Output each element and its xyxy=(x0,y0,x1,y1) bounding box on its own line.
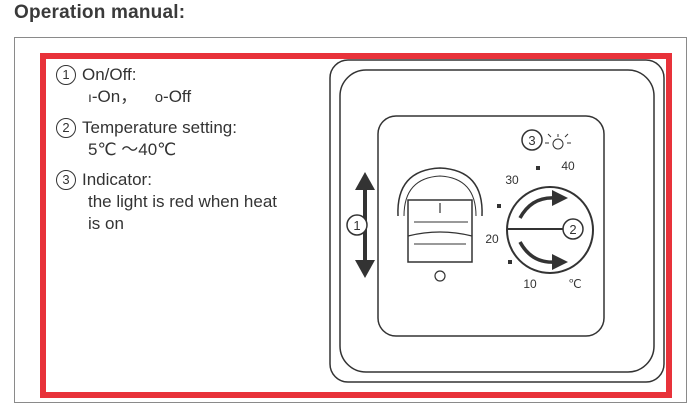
tick-label-20: 20 xyxy=(485,232,499,246)
on-text: -On， xyxy=(91,87,138,106)
page-title: Operation manual: xyxy=(14,2,186,23)
callout-3-circle xyxy=(521,129,543,151)
instruction-onoff: 1 On/Off: ı-On， o-Off xyxy=(56,64,336,109)
onoff-detail: ı-On， o-Off xyxy=(56,86,336,109)
instruction-indicator: 3 Indicator: the light is red when heat … xyxy=(56,169,336,235)
callout-3: 3 xyxy=(528,133,535,148)
tick-label-30: 30 xyxy=(505,173,519,187)
on-symbol-icon: ı xyxy=(88,89,92,105)
temperature-label: Temperature setting: xyxy=(82,118,237,137)
instruction-temperature: 2 Temperature setting: 5℃ ～40℃ xyxy=(56,117,336,161)
power-switch[interactable] xyxy=(397,167,483,263)
item-number-2: 2 xyxy=(56,118,76,138)
sun-light-icon xyxy=(545,133,571,150)
tick-label-10: 10 xyxy=(523,277,537,291)
tick-mark xyxy=(536,166,540,170)
indicator-detail-line1: the light is red when heat xyxy=(88,192,278,211)
off-text: -Off xyxy=(163,87,192,106)
tick-label-40: 40 xyxy=(561,159,575,173)
item-number-1: 1 xyxy=(56,65,76,85)
off-symbol-icon: o xyxy=(154,89,164,106)
inner-plate xyxy=(339,69,655,373)
indicator-label: Indicator: xyxy=(82,170,152,189)
callout-2-circle xyxy=(562,218,584,240)
tick-mark xyxy=(508,260,512,264)
callout-2: 2 xyxy=(569,222,576,237)
outer-border xyxy=(14,37,687,403)
indicator-detail-line2: is on xyxy=(88,214,124,233)
tick-mark xyxy=(497,204,501,208)
indicator-light-icon xyxy=(434,270,446,282)
unit-label: ℃ xyxy=(568,277,581,291)
onoff-label: On/Off: xyxy=(82,65,137,84)
outer-plate xyxy=(329,59,665,383)
item-number-3: 3 xyxy=(56,170,76,190)
temperature-range: 5℃ ～40℃ xyxy=(88,140,177,159)
highlight-frame xyxy=(40,53,672,398)
instructions-list: 1 On/Off: ı-On， o-Off 2 Temperature sett… xyxy=(56,64,336,243)
temperature-dial[interactable] xyxy=(506,186,594,274)
faceplate xyxy=(377,115,605,337)
callout-1: 1 xyxy=(353,218,360,233)
updown-arrow-icon xyxy=(346,172,375,278)
